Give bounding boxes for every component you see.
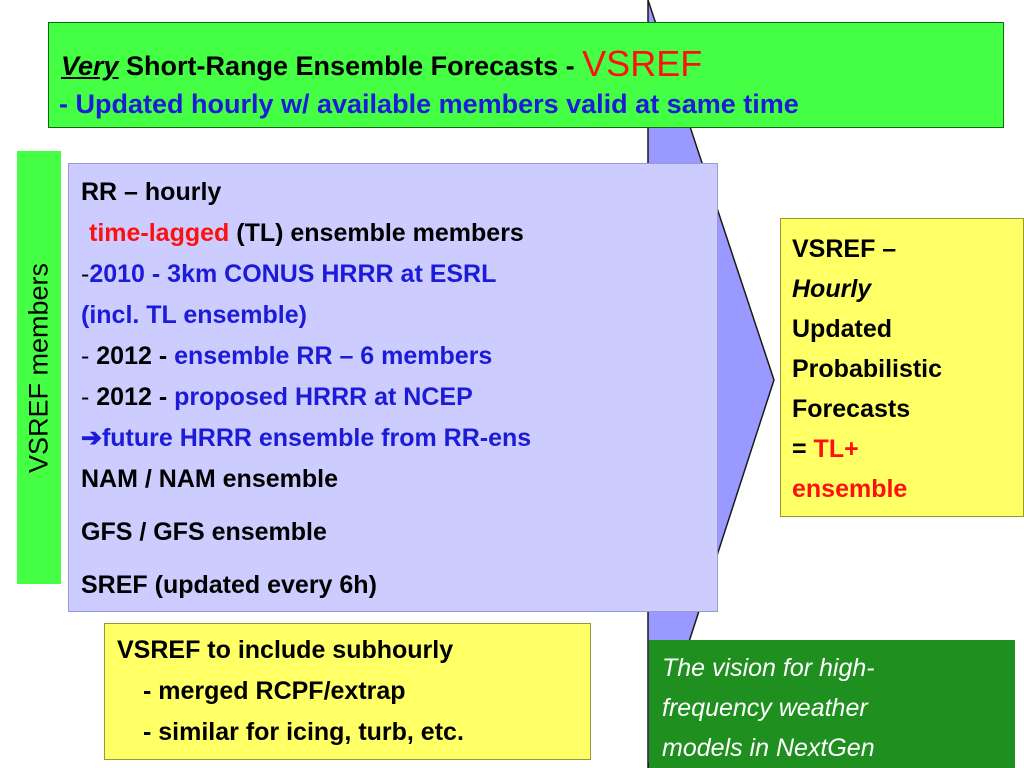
title-main: Short-Range Ensemble Forecasts -: [118, 51, 583, 81]
members-side-label: VSREF members: [23, 262, 54, 473]
title-banner: Very Short-Range Ensemble Forecasts - VS…: [48, 22, 1004, 128]
hrrr-esrl-text: 2010 - 3km CONUS HRRR at ESRL: [89, 260, 497, 288]
rr-ens-text: ensemble RR – 6 members: [174, 342, 493, 370]
vision-note-box: The vision for high- frequency weather m…: [649, 640, 1015, 768]
hrrr-esrl-line: -2010 - 3km CONUS HRRR at ESRL: [81, 254, 717, 295]
page-title: Very Short-Range Ensemble Forecasts - VS…: [61, 43, 702, 85]
ncep-dash: -: [81, 383, 97, 411]
right-arrow-icon: ➔: [81, 424, 102, 452]
tl-prefix: time-lagged: [89, 219, 230, 247]
subhourly-line3: - similar for icing, turb, etc.: [143, 718, 464, 746]
ncep-text: proposed HRRR at NCEP: [174, 383, 473, 411]
page-subtitle: - Updated hourly w/ available members va…: [59, 89, 799, 119]
vsref-line3: Updated: [792, 315, 892, 343]
rr-ens-year: 2012 -: [96, 342, 175, 370]
rr-ens-line: - 2012 - ensemble RR – 6 members: [81, 336, 717, 377]
vsref-equals: =: [792, 435, 814, 463]
vsref-line1: VSREF –: [792, 235, 897, 263]
vsref-line5: Forecasts: [792, 395, 911, 423]
vision-line3: models in NextGen: [662, 734, 875, 762]
subhourly-note-box: VSREF to include subhourly - merged RCPF…: [104, 623, 591, 760]
vsref-output-box: VSREF – Hourly Updated Probabilistic For…: [780, 218, 1024, 517]
tl-line: time-lagged (TL) ensemble members: [81, 213, 717, 254]
rr-heading: RR – hourly: [81, 178, 222, 206]
vsref-line7: ensemble: [792, 475, 908, 503]
future-line: ➔future HRRR ensemble from RR-ens: [81, 418, 717, 459]
sref-line: SREF (updated every 6h): [81, 571, 377, 599]
members-list-box: RR – hourly time-lagged (TL) ensemble me…: [68, 163, 718, 612]
gfs-line: GFS / GFS ensemble: [81, 518, 327, 546]
subhourly-line2: - merged RCPF/extrap: [143, 677, 406, 705]
ncep-year: 2012 -: [96, 383, 175, 411]
subhourly-line1: VSREF to include subhourly: [117, 636, 454, 664]
vision-line1: The vision for high-: [662, 654, 875, 682]
rr-ens-dash: -: [81, 342, 97, 370]
title-very: Very: [61, 51, 119, 81]
vision-line2: frequency weather: [662, 694, 868, 722]
nam-line: NAM / NAM ensemble: [81, 465, 338, 493]
vsref-line4: Probabilistic: [792, 355, 943, 383]
vsref-line6: = TL+: [792, 429, 1023, 469]
title-acronym: VSREF: [582, 43, 703, 84]
vsref-tl-plus: TL+: [813, 435, 859, 463]
hrrr-esrl-dash: -: [81, 260, 90, 288]
hrrr-esrl-note: (incl. TL ensemble): [81, 301, 307, 329]
future-text: future HRRR ensemble from RR-ens: [101, 424, 532, 452]
ncep-line: - 2012 - proposed HRRR at NCEP: [81, 377, 717, 418]
tl-suffix: (TL) ensemble members: [229, 219, 524, 247]
vsref-line2: Hourly: [792, 275, 872, 303]
members-side-bar: VSREF members: [17, 151, 61, 584]
